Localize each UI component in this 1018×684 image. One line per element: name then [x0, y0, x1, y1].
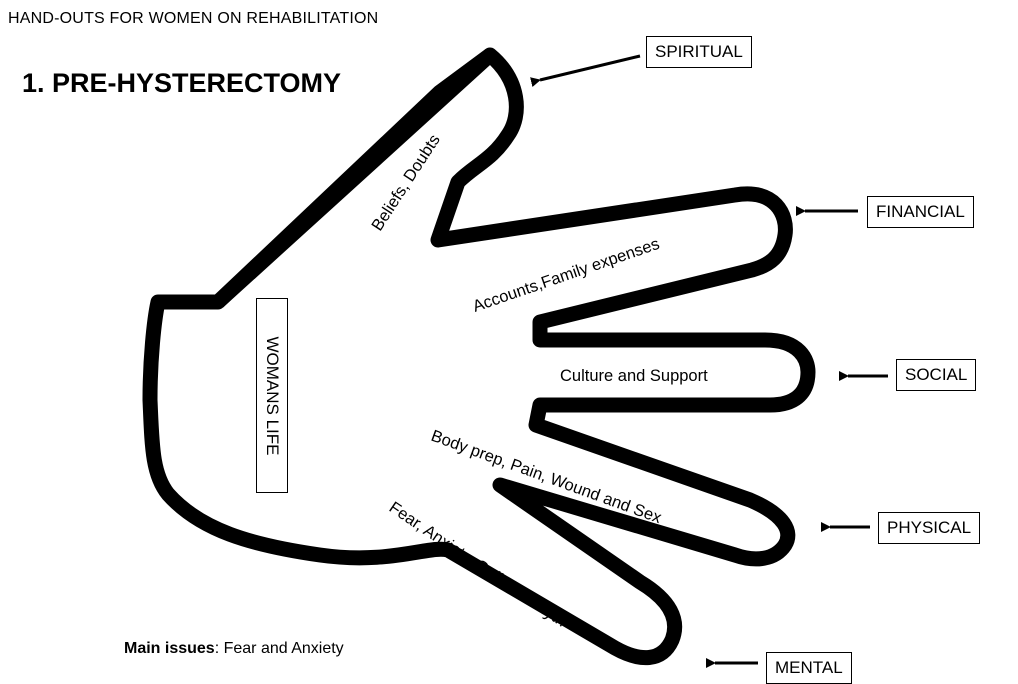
arrow-spiritual	[530, 54, 641, 87]
hand-diagram: Beliefs, Doubts Accounts,Family expenses…	[142, 47, 888, 668]
page-header: HAND-OUTS FOR WOMEN ON REHABILITATION	[8, 10, 379, 27]
label-spiritual: SPIRITUAL	[646, 36, 752, 68]
label-mental: MENTAL	[766, 652, 852, 684]
womans-life-box: WOMANS LIFE	[256, 298, 288, 493]
page-title: 1. PRE-HYSTERECTOMY	[22, 68, 342, 98]
hand-outline	[142, 47, 816, 666]
label-social: SOCIAL	[896, 359, 977, 391]
womans-life-label: WOMANS LIFE	[263, 335, 282, 456]
label-physical: PHYSICAL	[878, 512, 981, 544]
label-financial: FINANCIAL	[867, 196, 974, 228]
thumb-base-line	[212, 48, 495, 308]
main-issues: Main issues: Fear and Anxiety	[124, 640, 344, 658]
finger-text-social: Culture and Support	[560, 367, 708, 385]
main-issues-label: Main issues	[124, 640, 215, 657]
main-issues-text: : Fear and Anxiety	[214, 640, 344, 657]
